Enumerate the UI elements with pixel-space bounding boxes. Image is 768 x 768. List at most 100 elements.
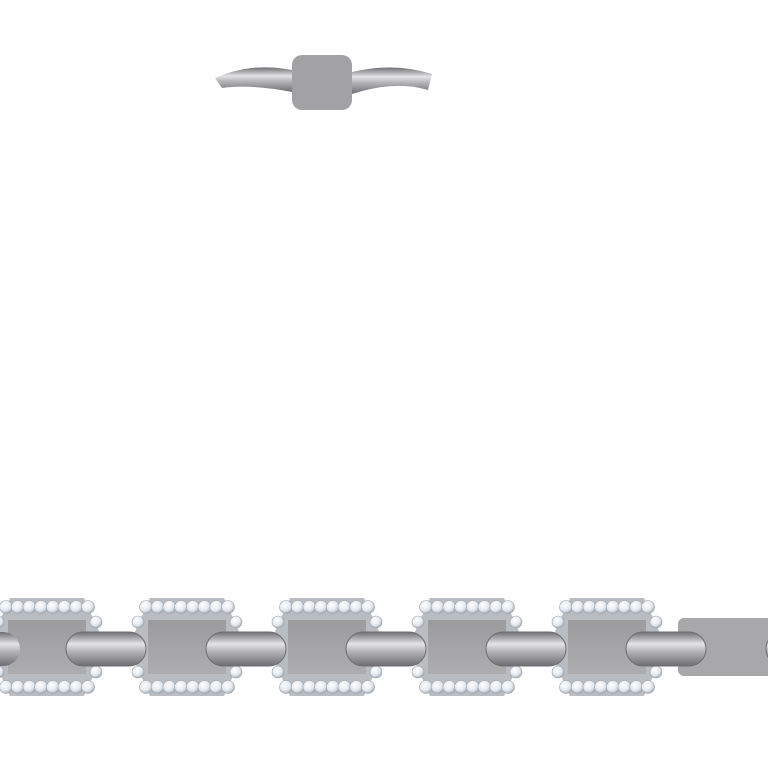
gem-stone [582,680,597,694]
gem-stone [419,680,433,694]
gem-stone [46,680,60,694]
gem-stone [279,600,293,614]
gem-stone [10,600,25,614]
gem-stone [229,665,243,679]
gem-stone [369,615,383,629]
gem-stone [501,680,515,694]
clasp-top [215,55,432,110]
chain [0,598,768,696]
gem-stone [271,615,285,629]
gem-stone [69,680,84,694]
gem-stone [430,680,445,694]
connector-ring [65,631,147,667]
gem-stone [641,600,655,614]
pave-link [546,598,668,696]
gem-stone [81,680,95,694]
gem-stone [411,615,425,629]
gem-stone [81,600,95,614]
gem-stone [617,600,632,614]
pave-link [406,598,528,696]
gem-stone [349,600,364,614]
gem-stone [57,600,72,614]
gem-stone [466,680,480,694]
gem-stone [209,600,224,614]
gem-stone [361,680,375,694]
gem-stone [139,600,153,614]
gem-stone [361,600,375,614]
gem-stone [442,680,457,694]
gem-stone [419,600,433,614]
gem-stone [649,665,663,679]
gem-stone [594,600,608,614]
gem-stone [279,680,293,694]
connector-ring [625,631,707,667]
gem-stone [46,600,60,614]
gem-stone [430,600,445,614]
gem-stone [271,665,285,679]
gem-stone [509,665,523,679]
gem-stone [302,600,317,614]
clasp-arc-right [352,67,432,94]
gem-stone [551,615,565,629]
gem-stone [326,680,340,694]
gem-stone [34,680,48,694]
gem-stone [34,600,48,614]
gem-stone [186,680,200,694]
gem-stone [337,600,352,614]
gem-stone [174,600,188,614]
gem-stone [489,680,504,694]
gem-stone [197,600,212,614]
gem-stone [0,600,13,614]
gem-stone [477,600,492,614]
gem-stone [649,615,663,629]
gem-stone [501,600,515,614]
gem-stone [551,665,565,679]
gem-stone [302,680,317,694]
gem-stone [629,600,644,614]
gem-stone [489,600,504,614]
connector-ring [0,632,20,666]
gem-stone [186,600,200,614]
gem-stone [466,600,480,614]
gem-stone [337,680,352,694]
gem-stone [89,665,103,679]
gem-stone [477,680,492,694]
gem-stone [221,600,235,614]
gem-stone [411,665,425,679]
gem-stone [606,680,620,694]
gem-stone [559,600,573,614]
gem-stone [570,600,585,614]
pave-link [266,598,388,696]
gem-stone [369,665,383,679]
gem-stone [229,615,243,629]
gem-stone [349,680,364,694]
gem-stone [0,680,13,694]
gem-stone [594,680,608,694]
gem-stone [139,680,153,694]
gem-stone [162,680,177,694]
gem-stone [209,680,224,694]
gem-stone [442,600,457,614]
gem-stone [326,600,340,614]
connector-ring [205,631,287,667]
gem-stone [290,600,305,614]
gem-stone [89,615,103,629]
gem-stone [197,680,212,694]
gem-stone [22,600,37,614]
clasp-block [292,55,352,110]
gem-stone [0,616,5,628]
gem-stone [22,680,37,694]
gem-stone [314,600,328,614]
gem-stone [290,680,305,694]
gem-stone [509,615,523,629]
gem-stone [150,600,165,614]
gem-stone [10,680,25,694]
clasp-arc-left [215,67,292,92]
connector-ring [345,631,427,667]
gem-stone [131,615,145,629]
gem-stone [454,600,468,614]
gem-stone [641,680,655,694]
gem-stone [69,600,84,614]
